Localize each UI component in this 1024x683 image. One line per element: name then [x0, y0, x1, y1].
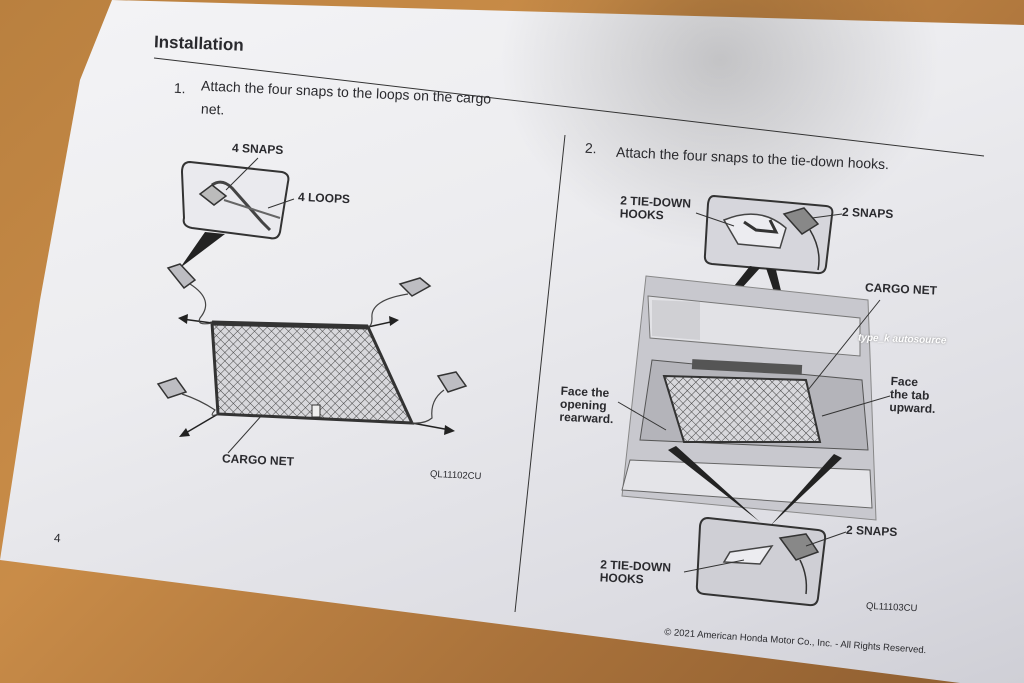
label-2-snaps-bottom: 2 SNAPS: [845, 522, 898, 540]
label-face-opening: Face the opening rearward.: [559, 383, 614, 427]
label-4-loops: 4 LOOPS: [297, 189, 351, 207]
cords-left: [181, 283, 445, 424]
step1-number: 1.: [173, 79, 187, 97]
step2-number: 2.: [584, 139, 598, 157]
cargo-net-leader-left: [227, 414, 263, 454]
label-4-snaps: 4 SNAPS: [231, 140, 284, 158]
snaps-left: [156, 263, 468, 399]
label-2-snaps-top: 2 SNAPS: [841, 204, 894, 222]
header-rule: [153, 57, 985, 157]
section-title: Installation: [153, 32, 245, 55]
step1-text-continued: net.: [200, 100, 225, 118]
tie-down-leader-bottom: [683, 559, 745, 573]
snap-loop-callout: [180, 160, 290, 268]
cargo-net-leader-right: [807, 299, 881, 391]
label-tie-down-hooks-top: 2 TIE-DOWN HOOKS: [619, 193, 692, 223]
snaps-leader-bottom: [805, 531, 847, 547]
column-divider: [514, 134, 566, 613]
snaps-leader-top: [811, 213, 843, 219]
cargo-net-left: [178, 314, 455, 437]
callout-pointer-4: [770, 454, 842, 526]
face-tab-leader: [821, 395, 891, 417]
tie-down-callout-top: [703, 194, 834, 275]
cargo-area-illustration: [621, 275, 877, 521]
callout-pointer-3: [668, 446, 760, 522]
label-tie-down-hooks-bottom: 2 TIE-DOWN HOOKS: [599, 557, 672, 587]
snaps-leader: [225, 157, 259, 191]
tie-down-leader-top: [695, 212, 735, 227]
page-number: 4: [53, 530, 62, 546]
loops-leader: [267, 198, 295, 209]
face-opening-leader: [617, 401, 667, 431]
tie-down-callout-bottom: [695, 516, 827, 607]
label-face-tab: Face the tab upward.: [889, 373, 936, 417]
